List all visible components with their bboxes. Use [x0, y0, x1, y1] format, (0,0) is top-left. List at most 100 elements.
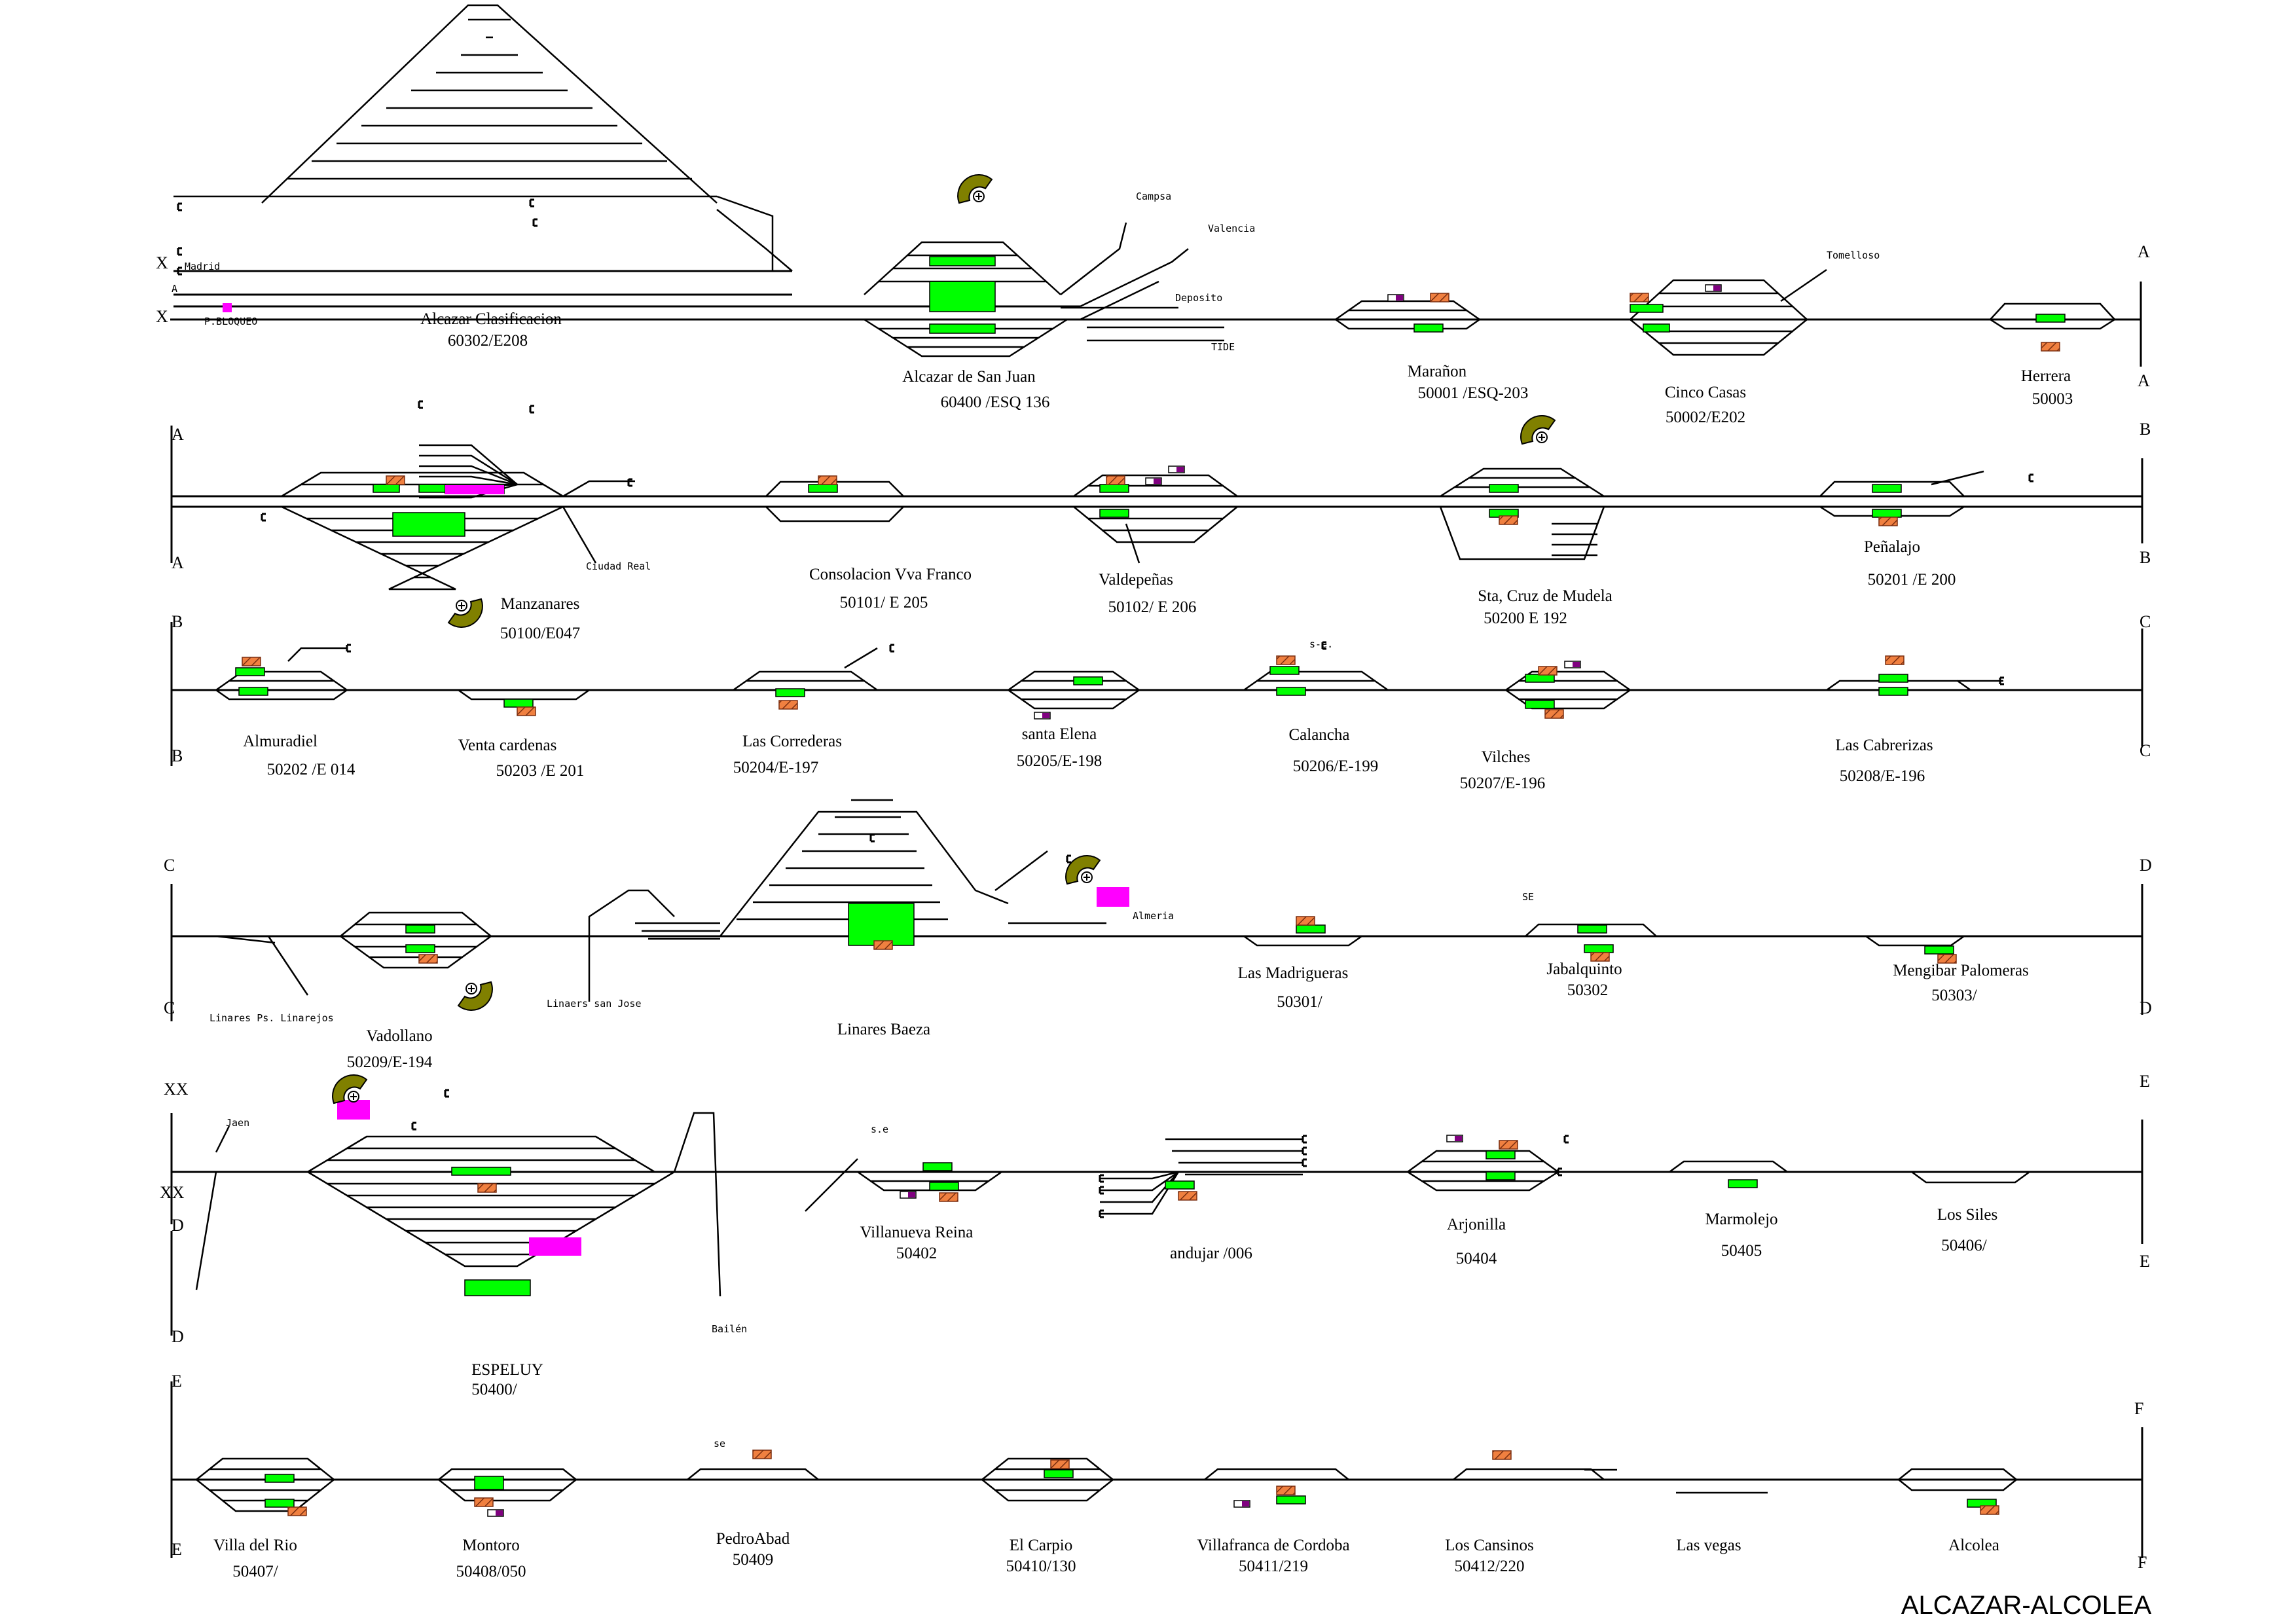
platform-icon [1099, 509, 1129, 518]
track-segment [196, 1468, 335, 1480]
track-segment [878, 267, 1047, 282]
track-segment [196, 1479, 335, 1491]
track-segment [327, 1182, 655, 1197]
track-segment [438, 1468, 577, 1480]
station-name-vilches: Vilches [1482, 748, 1531, 766]
label-tomelloso: Tomelloso [1827, 249, 1880, 261]
station-code-herrera: 50003 [2032, 390, 2073, 408]
platform-icon [405, 944, 435, 953]
turntable-icon [1520, 415, 1556, 445]
signal-aspect-icon [1154, 479, 1161, 484]
track-segment [892, 254, 1032, 269]
track-segment [419, 444, 518, 485]
station-code-las-cabrerizas: 50208/E-196 [1840, 767, 1925, 785]
track-segment [340, 923, 492, 937]
row-marker-b-right-1: B [2140, 420, 2151, 439]
track-segment [1644, 292, 1793, 307]
track-segment [1256, 670, 1376, 682]
station-building-icon [1178, 1191, 1197, 1201]
station-code-pedroabad: 50409 [733, 1551, 774, 1569]
platform-icon [464, 1279, 531, 1296]
station-name-valdepenas: Valdepeñas [1099, 571, 1173, 589]
track-segment [287, 647, 347, 662]
platform-icon [264, 1474, 295, 1483]
track-segment [1100, 1171, 1179, 1192]
station-code-calancha: 50206/E-199 [1293, 757, 1379, 775]
track-segment [419, 475, 518, 486]
station-name-villa-del-rio: Villa del Rio [213, 1537, 297, 1554]
label-s-e-calancha: s-e. [1309, 638, 1333, 650]
row-marker-xx-left-1: XX [164, 1080, 189, 1099]
row-marker-f-right-1: F [2134, 1399, 2143, 1418]
block-post-icon [1097, 887, 1129, 907]
label-se-pedroabad: se [714, 1438, 725, 1450]
track-segment [1021, 670, 1127, 682]
track-segment [907, 241, 1018, 256]
platform-icon [1878, 674, 1908, 683]
platform-icon [1413, 323, 1444, 333]
track-segment [301, 471, 544, 486]
track-segment [1468, 467, 1576, 479]
station-name-los-cansinos: Los Cansinos [1445, 1537, 1533, 1554]
block-post-icon [529, 1237, 581, 1256]
station-building-icon [1296, 916, 1315, 926]
signal-aspect-icon [1455, 1136, 1462, 1141]
platform-icon [929, 281, 996, 312]
track-segment [1865, 935, 1965, 947]
track-segment [1407, 1171, 1559, 1182]
track-segment [994, 850, 1048, 891]
track-segment [354, 911, 477, 925]
station-name-el-carpio: El Carpio [1010, 1537, 1073, 1554]
station-name-consolacion: Consolacion Vva Franco [809, 566, 972, 583]
station-name-villanueva-reina: Villanueva Reina [860, 1224, 974, 1241]
station-name-pedroabad: PedroAbad [716, 1530, 790, 1548]
station-building-icon [418, 954, 438, 964]
station-code-mengibar: 50303/ [1931, 987, 1977, 1004]
station-name-venta-cardenas: Venta cardenas [458, 737, 557, 754]
track-segment [1421, 1180, 1544, 1192]
track-segment [380, 553, 464, 567]
track-segment [369, 956, 463, 969]
track-segment [195, 1171, 308, 1290]
station-code-las-correderas: 50204/E-197 [733, 759, 819, 776]
track-segment [419, 465, 518, 486]
station-code-maranon: 50001 /ESQ-203 [1418, 384, 1529, 402]
station-code-sta-cruz: 50200 E 192 [1484, 610, 1567, 627]
track-segment [588, 889, 675, 1002]
track-segment [1898, 1468, 2017, 1480]
station-code-villafranca: 50411/219 [1239, 1558, 1308, 1575]
track-segment [261, 4, 718, 204]
station-code-villanueva-reina: 50402 [896, 1245, 938, 1262]
station-code-consolacion: 50101/ E 205 [840, 594, 928, 611]
track-segment [1505, 680, 1631, 691]
row-marker-e-right-2: E [2140, 1252, 2150, 1271]
track-segment [215, 935, 276, 944]
row-marker-b-left-2: B [172, 746, 183, 765]
track-segment [844, 647, 878, 669]
station-code-jabalquinto: 50302 [1567, 981, 1609, 999]
track-segment [892, 337, 1039, 348]
turntable-icon [457, 981, 493, 1011]
track-segment [1073, 484, 1238, 498]
station-building-icon [1106, 475, 1125, 485]
station-building-icon [477, 1183, 497, 1193]
platform-icon [1485, 1150, 1516, 1159]
platform-icon [1584, 944, 1614, 953]
track-segment [1087, 518, 1224, 532]
station-code-alcazar-san-juan: 60400 /ESQ 136 [941, 393, 1050, 411]
signal-aspect-icon [1042, 713, 1049, 718]
station-name-jabalquinto: Jabalquinto [1546, 960, 1622, 978]
track-segment [981, 1468, 1114, 1480]
track-segment [1204, 1468, 1349, 1480]
station-building-icon [778, 700, 798, 710]
symbols [223, 174, 2066, 1517]
row-marker-d-right-2: D [2140, 998, 2152, 1017]
station-building-icon [242, 657, 261, 666]
track-segment [419, 454, 518, 486]
row-marker-f-right-2: F [2138, 1553, 2147, 1572]
station-building-icon [1630, 293, 1649, 302]
label-a-arrow: A [172, 283, 177, 295]
track-segment [673, 1112, 721, 1297]
platform-icon [405, 924, 435, 934]
station-code-marmolejo: 50405 [1721, 1242, 1762, 1260]
